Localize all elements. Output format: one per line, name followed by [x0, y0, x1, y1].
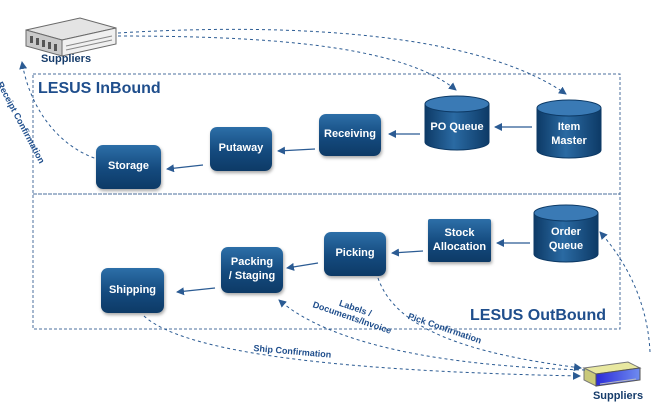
truck-icon: [582, 361, 642, 387]
flow-order-queue-from-suppliers: [599, 231, 651, 353]
arrow-stock-allocation-to-picking: [391, 248, 424, 257]
flow-suppliers-to-po-queue: [117, 35, 457, 91]
storage-node[interactable]: Storage: [96, 145, 161, 189]
order-queue-label: Order Queue: [548, 226, 584, 252]
outbound-frame: [32, 193, 621, 330]
flow-suppliers-to-item-master: [117, 28, 567, 95]
picking-node[interactable]: Picking: [324, 232, 386, 276]
inbound-frame: [32, 73, 621, 195]
putaway-node[interactable]: Putaway: [210, 127, 272, 171]
warehouse-icon: [25, 17, 117, 57]
arrow-receiving-to-putaway: [277, 146, 316, 155]
packing-staging-node[interactable]: Packing / Staging: [221, 247, 283, 293]
arrow-packing-to-shipping: [176, 287, 216, 296]
suppliers-top-label: Suppliers: [40, 53, 92, 65]
shipping-node[interactable]: Shipping: [101, 268, 164, 313]
receiving-node[interactable]: Receiving: [319, 114, 381, 156]
stock-allocation-node[interactable]: Stock Allocation: [428, 219, 491, 262]
outbound-title: LESUS OutBound: [470, 307, 606, 324]
order-queue-cylinder[interactable]: [533, 204, 599, 263]
flow-labels-documents: [278, 299, 586, 371]
inbound-title: LESUS InBound: [38, 80, 161, 97]
arrow-putaway-to-storage: [166, 164, 204, 173]
item-master-label: Item Master: [551, 121, 587, 147]
flow-pick-confirmation: [377, 277, 582, 372]
suppliers-bottom-label: Suppliers: [592, 390, 644, 402]
po-queue-cylinder[interactable]: [424, 95, 490, 151]
flow-receipt-confirmation: [19, 61, 101, 161]
item-master-cylinder[interactable]: [536, 99, 602, 159]
po-queue-label: PO Queue: [430, 121, 484, 134]
arrow-picking-to-packing: [286, 262, 319, 271]
flow-ship-confirmation: [143, 315, 581, 380]
